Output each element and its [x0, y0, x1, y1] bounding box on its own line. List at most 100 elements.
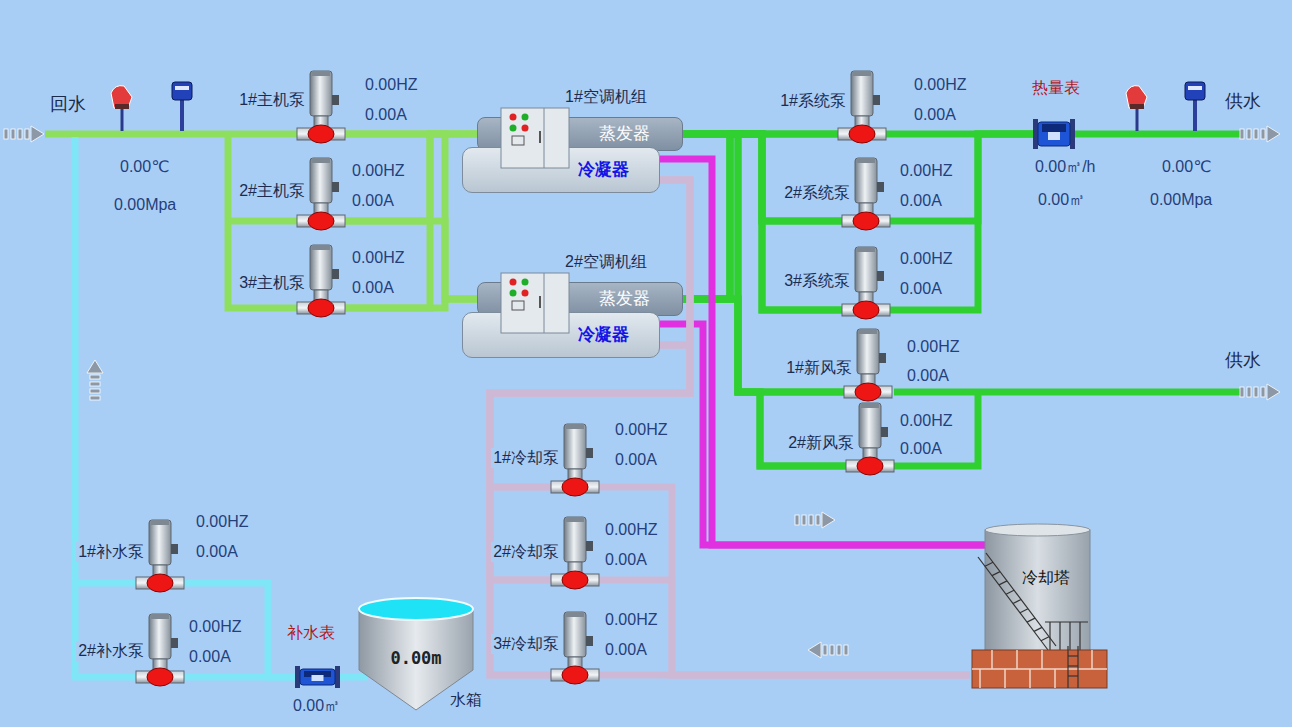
pipe-connector	[345, 299, 477, 308]
pump-name: 1#补水泵	[76, 542, 146, 562]
pipe-connector	[490, 345, 690, 675]
pump-name: 3#冷却泵	[491, 634, 561, 654]
pipe-connector	[599, 487, 970, 675]
pipe-connector	[184, 674, 295, 681]
pump-name: 1#新风泵	[784, 358, 854, 378]
pipe-connector	[345, 134, 477, 308]
pump-reading: 0.00HZ	[898, 161, 954, 181]
meter-symbol	[1033, 119, 1075, 149]
meter-reading: 0.00㎥	[1036, 190, 1087, 210]
pipe-connector	[345, 134, 477, 299]
flow-arrow	[1240, 384, 1280, 400]
unit-title: 2#空调机组	[563, 252, 649, 272]
pump-reading: 0.00HZ	[603, 610, 659, 630]
pump: 3#冷却泵0.00HZ0.00A	[551, 610, 599, 685]
pipe-connector	[490, 180, 690, 580]
pipe-connector	[490, 180, 690, 487]
pressure-gauge	[172, 82, 192, 131]
fresh-manifold-pipe	[894, 392, 978, 466]
return-branch-pipe	[228, 218, 297, 225]
pump-reading: 0.00HZ	[912, 75, 968, 95]
pump: 3#系统泵0.00HZ0.00A	[842, 245, 890, 320]
pump-reading: 0.00A	[350, 278, 396, 298]
pump-name: 3#系统泵	[782, 271, 852, 291]
pipe-connector	[340, 674, 368, 681]
pump-reading: 0.00HZ	[613, 420, 669, 440]
pipe-connector	[683, 299, 844, 392]
meter-symbol	[295, 666, 340, 688]
condenser-label: 冷凝器	[576, 325, 631, 345]
pump-name: 1#主机泵	[237, 90, 307, 110]
flow-meter: 热量表0.00㎥/h0.00㎥	[1033, 119, 1075, 149]
pump-reading: 0.00HZ	[187, 617, 243, 637]
meter-reading: 0.00㎥	[291, 696, 342, 716]
tank-level: 0.00m	[356, 648, 476, 668]
pump-reading: 0.00A	[912, 105, 958, 125]
pump-reading: 0.00HZ	[898, 411, 954, 431]
flow-arrow	[87, 360, 103, 400]
pump-name: 2#系统泵	[782, 183, 852, 203]
pipe-connector	[599, 580, 970, 675]
pipe-connector	[490, 180, 690, 675]
pipe-connector	[345, 221, 477, 299]
pump-reading: 0.00A	[194, 542, 240, 562]
plain-label: 供水	[1223, 349, 1263, 371]
pump-name: 1#冷却泵	[491, 448, 561, 468]
water-tank: 0.00m 水箱	[356, 596, 481, 712]
pump: 2#主机泵0.00HZ0.00A	[297, 156, 345, 231]
flow-arrow	[795, 512, 835, 528]
pump-reading: 0.00A	[905, 366, 951, 386]
return-header-pipe	[45, 131, 297, 138]
plain-label: 供水	[1223, 90, 1263, 112]
evaporator-label: 蒸发器	[597, 124, 652, 144]
pipe-connector	[683, 134, 844, 392]
pump: 2#新风泵0.00HZ0.00A	[846, 401, 894, 476]
pump-reading: 0.00HZ	[905, 337, 961, 357]
pressure-gauge	[1185, 82, 1205, 131]
pump: 1#冷却泵0.00HZ0.00A	[551, 422, 599, 497]
meter-name: 热量表	[1030, 78, 1082, 98]
pump-name: 2#冷却泵	[491, 542, 561, 562]
pump: 1#系统泵0.00HZ0.00A	[838, 69, 886, 144]
tank-name: 水箱	[448, 690, 484, 710]
pipe-connector	[890, 134, 1033, 221]
condenser-label: 冷凝器	[576, 160, 631, 180]
pump-name: 2#主机泵	[237, 181, 307, 201]
pump-name: 1#系统泵	[778, 91, 848, 111]
pump-name: 3#主机泵	[237, 273, 307, 293]
pump-reading: 0.00A	[350, 191, 396, 211]
plain-label: 回水	[48, 93, 88, 115]
flow-arrow	[808, 642, 848, 658]
pump-reading: 0.00A	[363, 105, 409, 125]
temperature-sensor	[111, 86, 132, 131]
chiller-unit: 2#空调机组蒸发器冷凝器	[460, 250, 685, 362]
pump-reading: 0.00A	[898, 191, 944, 211]
makeup-pipe	[75, 580, 136, 587]
makeup-riser-pipe	[75, 137, 136, 677]
cooling-tower-symbol	[970, 522, 1108, 690]
pipe-connector	[890, 134, 1033, 310]
flow-meter: 补水表0.00㎥	[295, 666, 340, 688]
tower-label: 冷却塔	[1020, 568, 1072, 588]
pump-reading: 0.00A	[898, 279, 944, 299]
flow-arrow	[1240, 126, 1280, 142]
plain-label: 0.00℃	[118, 157, 171, 177]
pump-reading: 0.00HZ	[603, 520, 659, 540]
plain-label: 0.00℃	[1160, 157, 1213, 177]
pipe-connector	[599, 672, 970, 679]
pump-name: 2#新风泵	[786, 433, 856, 453]
plain-label: 0.00Mpa	[1148, 190, 1214, 210]
pump-reading: 0.00HZ	[194, 512, 250, 532]
pump: 1#主机泵0.00HZ0.00A	[297, 69, 345, 144]
pump: 1#新风泵0.00HZ0.00A	[844, 327, 892, 402]
pump-name: 2#补水泵	[76, 641, 146, 661]
pipe-connector	[660, 159, 985, 545]
pump: 2#补水泵0.00HZ0.00A	[136, 612, 184, 687]
meter-name: 补水表	[285, 623, 337, 643]
pump-reading: 0.00A	[603, 640, 649, 660]
pump-reading: 0.00HZ	[350, 161, 406, 181]
pipe-connector	[184, 583, 295, 677]
